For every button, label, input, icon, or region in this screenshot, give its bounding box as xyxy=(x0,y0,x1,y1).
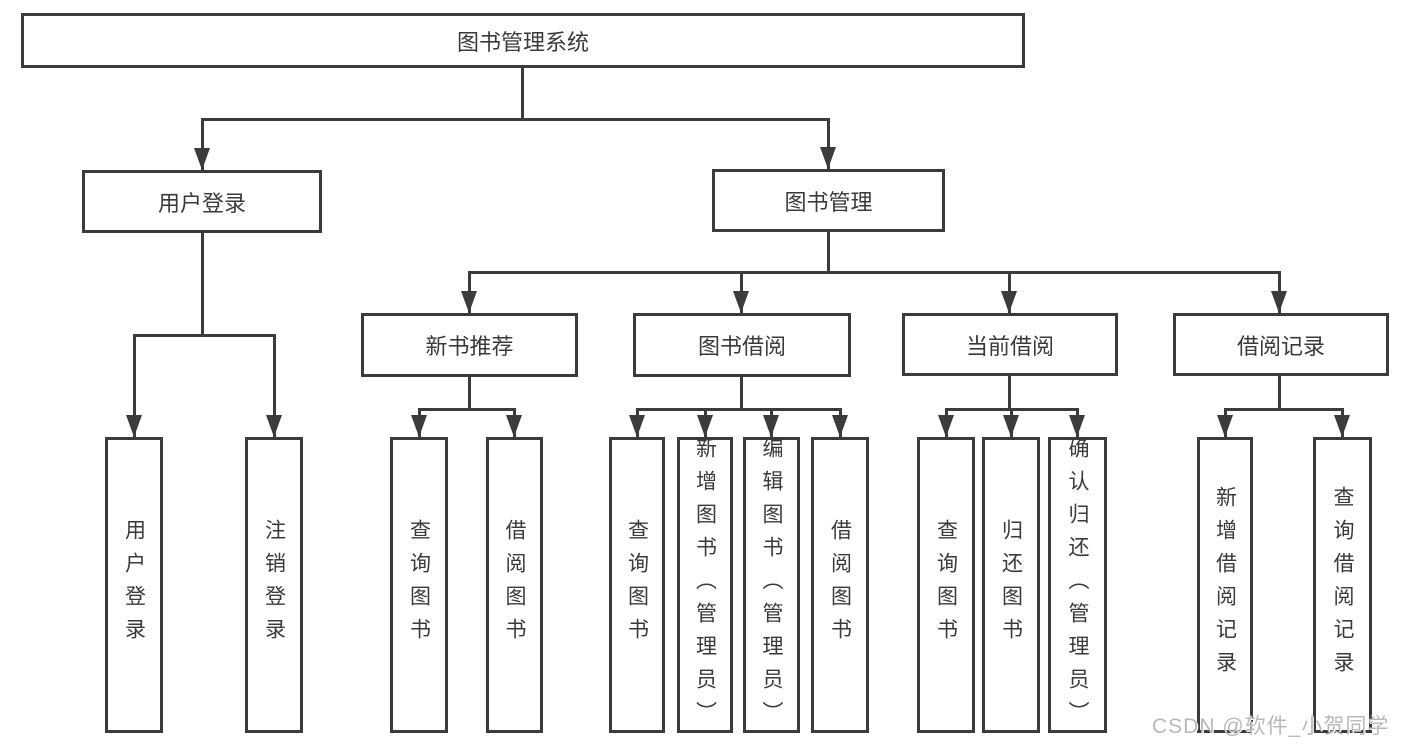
connector-to-book-management xyxy=(827,118,830,169)
connector-level2-rail xyxy=(201,118,830,121)
arrowhead-bb-child3 xyxy=(763,415,779,437)
arrowhead-user-login xyxy=(194,148,210,170)
node-book-borrowing-label: 图书借阅 xyxy=(697,334,786,359)
node-user-login-label: 用户登录 xyxy=(157,190,246,216)
leaf-bb-add-books-admin-label: 新增图书（管理员） xyxy=(693,436,717,734)
leaf-cb-query-books-label: 查询图书 xyxy=(934,519,958,651)
arrowhead-nbr-child2 xyxy=(506,415,522,437)
arrowhead-br-child1 xyxy=(1217,415,1233,437)
connector-br-rail xyxy=(1224,408,1344,411)
node-new-book-recommend: 新书推荐 xyxy=(361,313,578,377)
connector-to-logout-leaf xyxy=(273,334,276,437)
connector-nbr-rail xyxy=(418,408,516,411)
node-current-borrowing: 当前借阅 xyxy=(902,313,1118,376)
leaf-bb-query-books-label: 查询图书 xyxy=(625,519,649,651)
node-user-login: 用户登录 xyxy=(82,170,322,233)
arrowhead-br-child2 xyxy=(1334,415,1350,437)
arrowhead-new-book-recommend xyxy=(461,291,477,313)
leaf-bb-edit-books-admin-label: 编辑图书（管理员） xyxy=(760,436,783,734)
connector-level3-rail xyxy=(468,271,1281,274)
leaf-cb-return-books-label: 归还图书 xyxy=(999,519,1023,651)
node-root-label: 图书管理系统 xyxy=(456,29,589,55)
leaf-br-query-record: 查询借阅记录 xyxy=(1313,437,1372,733)
node-root: 图书管理系统 xyxy=(21,13,1025,68)
connector-user-login-stem xyxy=(201,233,204,336)
connector-to-login-leaf xyxy=(133,334,136,437)
arrowhead-cb-child1 xyxy=(938,415,954,437)
arrowhead-login-leaf xyxy=(126,415,142,437)
leaf-bb-borrow-books-label: 借阅图书 xyxy=(828,519,852,651)
node-new-book-recommend-label: 新书推荐 xyxy=(425,334,514,359)
node-book-management-label: 图书管理 xyxy=(784,189,873,215)
leaf-cb-query-books: 查询图书 xyxy=(917,437,975,733)
connector-bb-stem xyxy=(740,377,743,410)
leaf-user-login-label: 用户登录 xyxy=(122,519,146,651)
leaf-bb-query-books: 查询图书 xyxy=(609,437,665,733)
leaf-logout-label: 注销登录 xyxy=(262,519,286,651)
leaf-cb-confirm-return-admin: 确认归还（管理员） xyxy=(1048,436,1107,734)
leaf-cb-confirm-return-admin-label: 确认归还（管理员） xyxy=(1066,436,1089,734)
connector-book-management-stem xyxy=(827,232,830,273)
arrowhead-cb-child2 xyxy=(1003,415,1019,437)
node-borrowing-records-label: 借阅记录 xyxy=(1236,333,1325,359)
connector-root-stem xyxy=(521,68,524,120)
leaf-br-add-record-label: 新增借阅记录 xyxy=(1213,486,1237,684)
node-borrowing-records: 借阅记录 xyxy=(1173,313,1389,376)
leaf-br-query-record-label: 查询借阅记录 xyxy=(1331,486,1354,684)
leaf-logout: 注销登录 xyxy=(245,437,303,733)
arrowhead-book-borrowing xyxy=(733,291,749,313)
leaf-bb-add-books-admin: 新增图书（管理员） xyxy=(677,436,733,734)
leaf-nbr-query-books-label: 查询图书 xyxy=(407,519,431,651)
connector-to-user-login xyxy=(201,118,204,170)
leaf-user-login: 用户登录 xyxy=(105,437,163,733)
arrowhead-book-management xyxy=(820,147,836,169)
connector-cb-stem xyxy=(1008,376,1011,410)
leaf-bb-borrow-books: 借阅图书 xyxy=(811,437,869,733)
node-book-management: 图书管理 xyxy=(712,169,945,232)
arrowhead-cb-child3 xyxy=(1069,415,1085,437)
connector-br-stem xyxy=(1278,376,1281,410)
connector-nbr-stem xyxy=(468,377,471,410)
node-book-borrowing: 图书借阅 xyxy=(633,313,851,377)
leaf-bb-edit-books-admin: 编辑图书（管理员） xyxy=(743,436,800,734)
arrowhead-bb-child1 xyxy=(629,415,645,437)
arrowhead-nbr-child1 xyxy=(411,415,427,437)
csdn-watermark: CSDN @软件_小贺同学 xyxy=(1152,715,1390,738)
arrowhead-bb-child4 xyxy=(832,415,848,437)
arrowhead-current-borrowing xyxy=(1001,291,1017,313)
leaf-nbr-borrow-books: 借阅图书 xyxy=(486,437,543,733)
leaf-nbr-query-books: 查询图书 xyxy=(390,437,448,733)
connector-bb-rail xyxy=(636,408,842,411)
leaf-nbr-borrow-books-label: 借阅图书 xyxy=(503,519,526,651)
arrowhead-bb-child2 xyxy=(697,415,713,437)
node-current-borrowing-label: 当前借阅 xyxy=(965,333,1054,359)
arrowhead-borrowing-records xyxy=(1271,291,1287,313)
leaf-cb-return-books: 归还图书 xyxy=(982,437,1040,733)
arrowhead-logout-leaf xyxy=(266,415,282,437)
leaf-br-add-record: 新增借阅记录 xyxy=(1197,437,1253,733)
connector-user-login-rail xyxy=(133,334,276,337)
